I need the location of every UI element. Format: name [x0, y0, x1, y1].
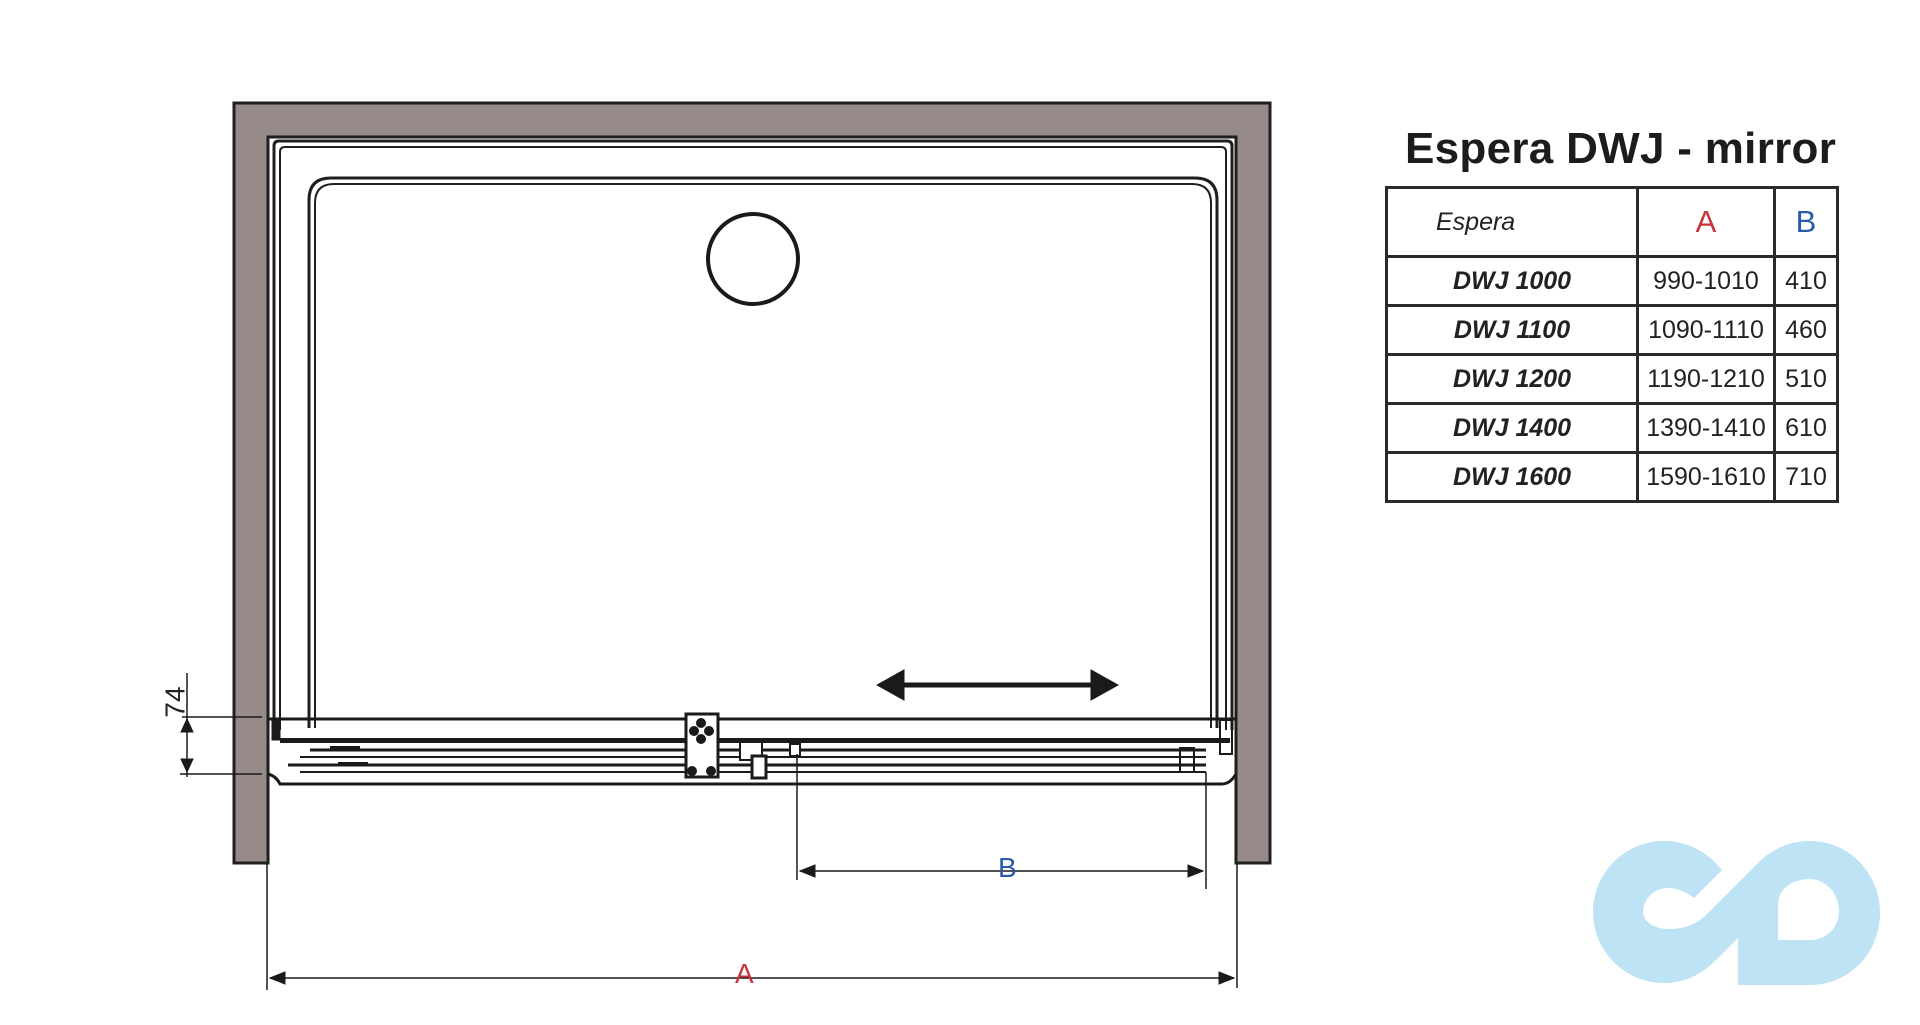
shower-tray [307, 176, 1219, 728]
cell-b: 410 [1773, 255, 1839, 307]
dimensions-table: Espera A B DWJ 1000 990-1010 410 DWJ 110… [1385, 186, 1839, 503]
profile-depth-label: 74 [159, 686, 191, 718]
table-row: DWJ 1200 1190-1210 510 [1385, 353, 1839, 405]
table-row: DWJ 1400 1390-1410 610 [1385, 402, 1839, 454]
cell-a: 1590-1610 [1636, 451, 1776, 503]
cell-model: DWJ 1400 [1385, 402, 1639, 454]
header-a: A [1636, 186, 1776, 258]
dimension-b [796, 754, 1207, 889]
door-profile [267, 717, 1238, 786]
header-b: B [1773, 186, 1839, 258]
cell-a: 1390-1410 [1636, 402, 1776, 454]
header-model: Espera [1385, 186, 1639, 258]
table-header-row: Espera A B [1385, 186, 1839, 258]
sliding-direction-arrow-icon [875, 669, 1120, 701]
cell-model: DWJ 1100 [1385, 304, 1639, 356]
cell-b: 510 [1773, 353, 1839, 405]
table-row: DWJ 1600 1590-1610 710 [1385, 451, 1839, 503]
page-title: Espera DWJ - mirror [1405, 124, 1837, 173]
table-row: DWJ 1100 1090-1110 460 [1385, 304, 1839, 356]
infinity-logo [1593, 841, 1880, 985]
cell-a: 1190-1210 [1636, 353, 1776, 405]
cell-b: 610 [1773, 402, 1839, 454]
cell-a: 990-1010 [1636, 255, 1776, 307]
wall-frame [232, 101, 1272, 865]
cell-b: 710 [1773, 451, 1839, 503]
table-row: DWJ 1000 990-1010 410 [1385, 255, 1839, 307]
cell-a: 1090-1110 [1636, 304, 1776, 356]
cell-model: DWJ 1000 [1385, 255, 1639, 307]
cell-model: DWJ 1200 [1385, 353, 1639, 405]
door-handle-bracket [684, 712, 801, 780]
profile-depth-dimension [180, 673, 262, 777]
dimension-b-label: B [998, 852, 1017, 883]
wall-lining [272, 139, 1234, 730]
drain-icon [706, 212, 800, 306]
dimension-a [266, 863, 1238, 990]
cell-b: 460 [1773, 304, 1839, 356]
dimension-a-label: A [735, 958, 754, 989]
cell-model: DWJ 1600 [1385, 451, 1639, 503]
